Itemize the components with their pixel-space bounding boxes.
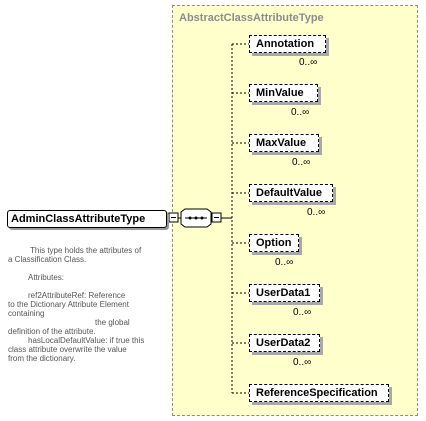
doc-line: definition of the attribute. [8,327,96,336]
element-option[interactable]: Option [249,234,299,252]
cardinality-minvalue: 0..∞ [291,107,310,118]
cardinality-option: 0..∞ [275,257,294,268]
cardinality-userdata2: 0..∞ [293,357,312,368]
cardinality-annotation: 0..∞ [299,57,318,68]
doc-line: ref2AttributeRef: Reference [28,291,126,300]
root-element-admin-class-attribute-type[interactable]: AdminClassAttributeType [7,210,167,228]
element-annotation[interactable]: Annotation [249,35,326,53]
element-minvalue[interactable]: MinValue [249,84,318,102]
element-referencespecification[interactable]: ReferenceSpecification [249,384,389,402]
element-maxvalue[interactable]: MaxValue [249,134,319,152]
cardinality-defaultvalue: 0..∞ [307,207,326,218]
doc-line: containing [8,309,45,318]
doc-line: from the dictionary. [8,354,76,363]
element-userdata1[interactable]: UserData1 [249,284,320,302]
cardinality-maxvalue: 0..∞ [292,157,311,168]
cardinality-userdata1: 0..∞ [293,307,312,318]
doc-line: to the Dictionary Attribute Element [8,300,129,309]
doc-line: the global [95,318,130,327]
group-title: AbstractClassAttributeType [179,12,324,24]
doc-line: a Classification Class. [8,255,87,264]
doc-line: This type holds the attributes of [30,246,142,255]
doc-line: Attributes: [28,273,65,282]
doc-line: hasLocalDefaultValue: if true this [28,336,145,345]
element-defaultvalue[interactable]: DefaultValue [249,184,333,202]
doc-line: class attribute overwrite the value [8,345,127,354]
element-userdata2[interactable]: UserData2 [249,334,320,352]
